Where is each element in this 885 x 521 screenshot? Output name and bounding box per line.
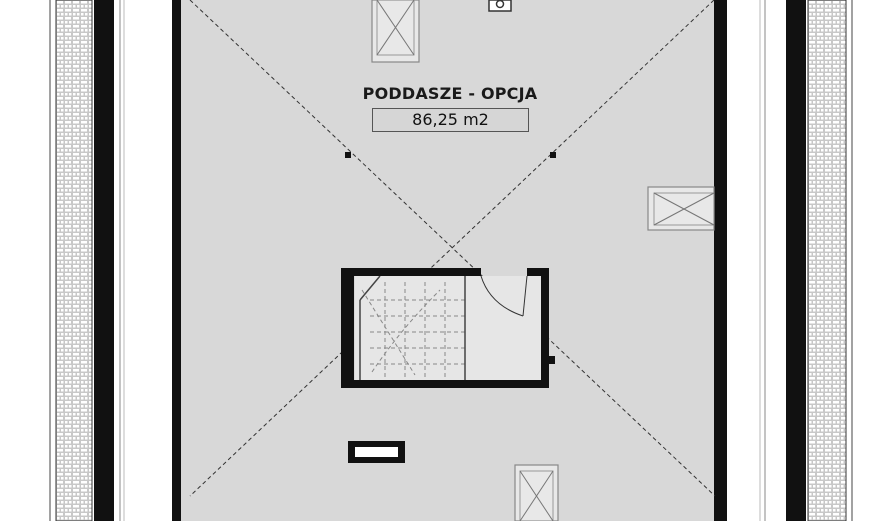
right-inner-wall (714, 0, 727, 521)
ridge-point-marker (550, 152, 556, 158)
roof-window-small-icon (348, 441, 405, 463)
room-title: PODDASZE - OPCJA (362, 84, 538, 103)
left-outer-wall (49, 0, 125, 521)
skylight-symbol-icon (647, 186, 715, 231)
skylight-symbol-icon (371, 0, 420, 63)
brick-hatch-pattern-icon (807, 0, 847, 521)
brick-hatch-pattern-icon (55, 0, 93, 521)
skylight-symbol-icon (514, 464, 559, 521)
door-swing-symbol-icon (480, 275, 528, 317)
left-inner-wall (172, 0, 181, 521)
stair-shaft-walls (341, 268, 555, 388)
chimney-symbol-icon (488, 0, 512, 12)
attic-floor-area (180, 0, 715, 521)
ridge-point-marker (345, 152, 351, 158)
staircase-symbol-icon (355, 275, 545, 380)
room-area-label: 86,25 m2 (372, 108, 529, 132)
right-outer-wall (759, 0, 853, 521)
roof-hip-lines (189, 0, 716, 497)
